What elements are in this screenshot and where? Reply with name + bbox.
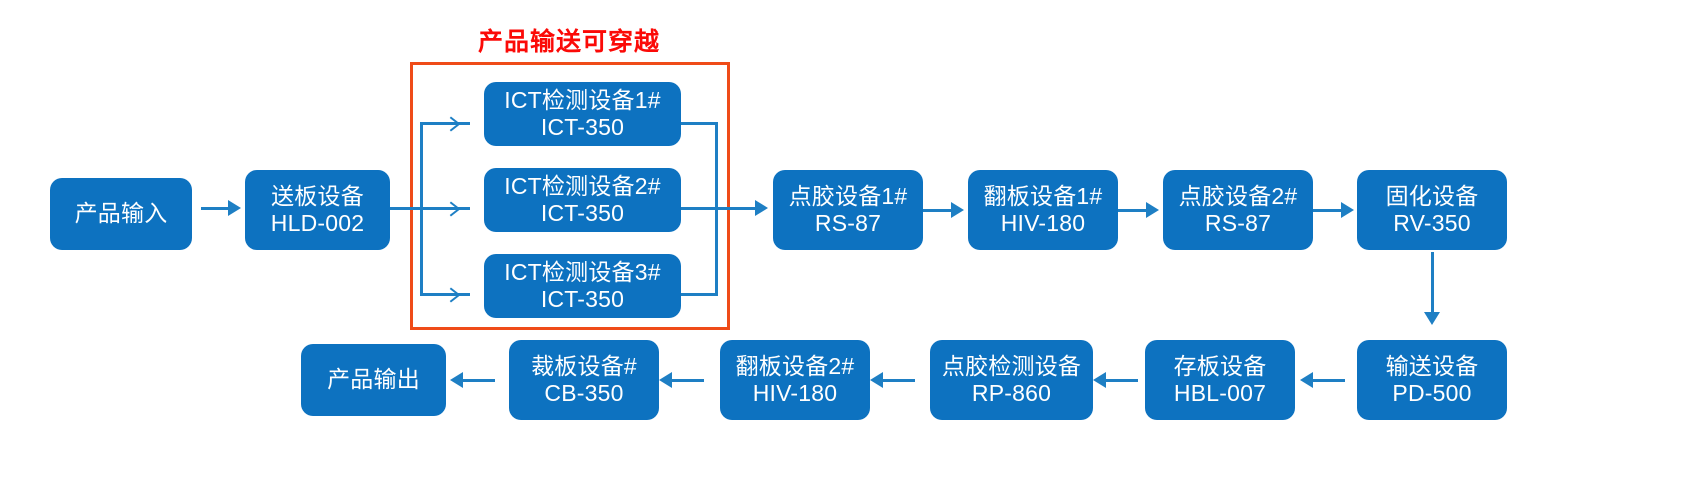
node-board-cutting[interactable]: 裁板设备# CB-350: [509, 340, 659, 420]
node-label-line2: HIV-180: [1000, 210, 1086, 236]
node-label-line1: ICT检测设备1#: [504, 86, 661, 113]
node-curing[interactable]: 固化设备 RV-350: [1357, 170, 1507, 250]
node-label-line1: 点胶设备2#: [1178, 182, 1298, 209]
arrowhead-flip-1-to-glue-2: [1146, 202, 1159, 218]
node-label-line1: 裁板设备#: [531, 352, 637, 379]
arrowhead-glue-1-to-flip-1: [951, 202, 964, 218]
node-label-line2: HLD-002: [270, 210, 365, 236]
node-label-line1: 翻板设备1#: [983, 182, 1103, 209]
connector-ict-1-to-merge: [681, 122, 718, 125]
node-label-line2: ICT-350: [540, 286, 625, 312]
arrowhead-glue-2-to-curing: [1341, 202, 1354, 218]
connector-split-to-ict-2: [420, 207, 470, 210]
node-label-line1: 点胶设备1#: [788, 182, 908, 209]
connector-ict-3-to-merge: [681, 293, 718, 296]
connector-split-to-ict-1: [420, 122, 470, 125]
arrowhead-curing-to-conveyor: [1424, 312, 1440, 325]
arrowhead-flip-2-to-cutting: [659, 372, 672, 388]
connector-split-to-ict-3: [420, 293, 470, 296]
connector-flip-1-to-glue-2: [1118, 209, 1148, 212]
node-label-line1: 固化设备: [1385, 182, 1479, 209]
node-label-line1: 产品输入: [74, 200, 168, 227]
node-ict-3[interactable]: ICT检测设备3# ICT-350: [484, 254, 681, 318]
node-glue-1[interactable]: 点胶设备1# RS-87: [773, 170, 923, 250]
connector-storage-to-glue-inspection: [1106, 379, 1138, 382]
arrowhead-merge-to-glue-1: [755, 200, 768, 216]
node-label-line1: 产品输出: [327, 366, 420, 393]
connector-flip-2-to-cutting: [672, 379, 704, 382]
connector-glue-inspection-to-flip-2: [883, 379, 915, 382]
node-product-output[interactable]: 产品输出: [301, 344, 446, 416]
node-label-line2: ICT-350: [540, 114, 625, 140]
node-label-line1: 送板设备: [271, 182, 364, 209]
connector-feeder-to-split-bus: [390, 207, 422, 210]
node-label-line2: RS-87: [1204, 210, 1272, 236]
node-label-line1: 输送设备: [1385, 352, 1479, 379]
node-label-line1: ICT检测设备2#: [504, 172, 661, 199]
connector-input-to-feeder: [201, 207, 229, 210]
node-board-storage[interactable]: 存板设备 HBL-007: [1145, 340, 1295, 420]
node-label-line1: 存板设备: [1173, 352, 1267, 379]
connector-curing-to-conveyor: [1431, 252, 1434, 314]
node-label-line2: RP-860: [971, 380, 1052, 406]
node-label-line2: CB-350: [544, 380, 624, 406]
ict-group-annotation-label: 产品输送可穿越: [478, 28, 661, 56]
arrowhead-conveyor-to-storage: [1300, 372, 1313, 388]
arrowhead-glue-inspection-to-flip-2: [870, 372, 883, 388]
connector-conveyor-to-storage: [1313, 379, 1345, 382]
node-label-line2: ICT-350: [540, 200, 625, 226]
node-label-line2: PD-500: [1392, 380, 1472, 406]
connector-glue-2-to-curing: [1313, 209, 1343, 212]
node-label-line1: ICT检测设备3#: [504, 258, 661, 285]
arrowhead-storage-to-glue-inspection: [1093, 372, 1106, 388]
node-conveyor[interactable]: 输送设备 PD-500: [1357, 340, 1507, 420]
node-flip-2[interactable]: 翻板设备2# HIV-180: [720, 340, 870, 420]
arrowhead-input-to-feeder: [228, 200, 241, 216]
node-feeder-hld-002[interactable]: 送板设备 HLD-002: [245, 170, 390, 250]
node-glue-inspection[interactable]: 点胶检测设备 RP-860: [930, 340, 1093, 420]
node-label-line1: 翻板设备2#: [735, 352, 855, 379]
node-label-line2: RS-87: [814, 210, 882, 236]
node-flip-1[interactable]: 翻板设备1# HIV-180: [968, 170, 1118, 250]
node-label-line2: HBL-007: [1173, 380, 1267, 406]
node-ict-2[interactable]: ICT检测设备2# ICT-350: [484, 168, 681, 232]
arrowhead-cutting-to-output: [450, 372, 463, 388]
connector-ict-2-to-merge: [681, 207, 718, 210]
node-product-input[interactable]: 产品输入: [50, 178, 192, 250]
node-label-line2: RV-350: [1393, 210, 1471, 236]
connector-glue-1-to-flip-1: [923, 209, 953, 212]
node-ict-1[interactable]: ICT检测设备1# ICT-350: [484, 82, 681, 146]
node-glue-2[interactable]: 点胶设备2# RS-87: [1163, 170, 1313, 250]
ict-group-highlight-box: [410, 62, 730, 330]
connector-cutting-to-output: [463, 379, 495, 382]
connector-merge-to-glue-1: [715, 207, 757, 210]
node-label-line2: HIV-180: [752, 380, 838, 406]
node-label-line1: 点胶检测设备: [941, 352, 1082, 379]
